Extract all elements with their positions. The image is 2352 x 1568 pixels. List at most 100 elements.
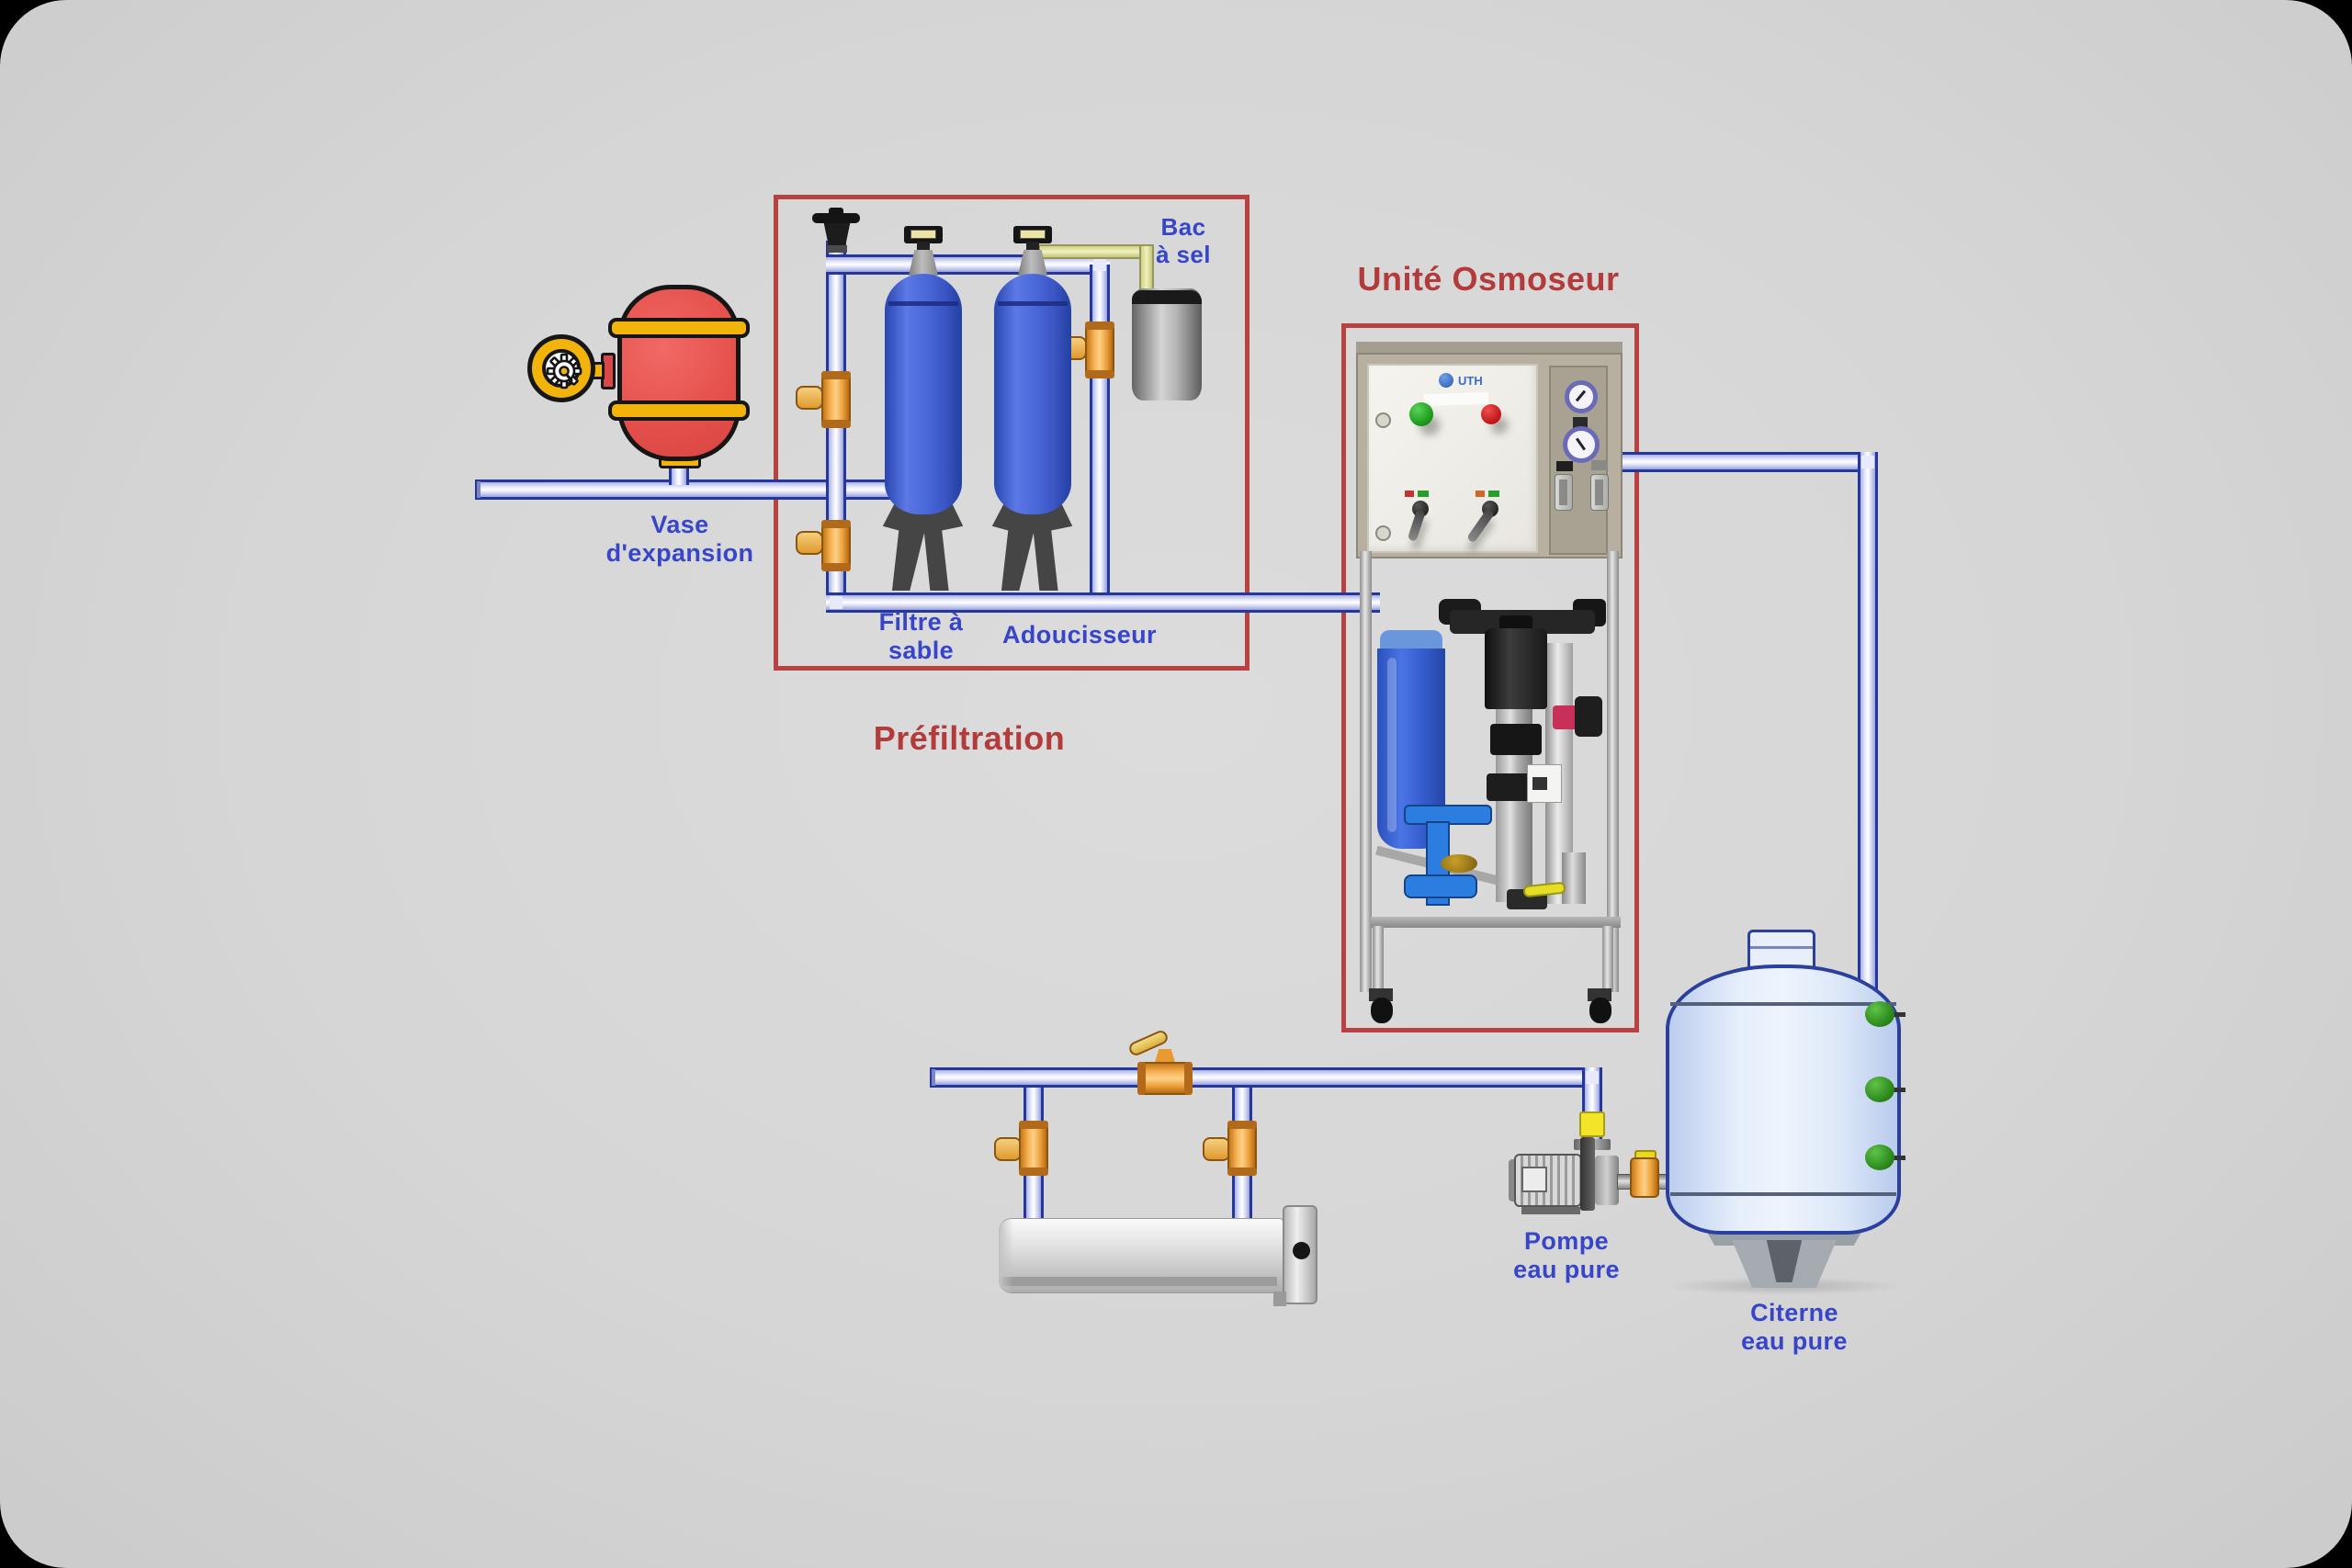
riser-valve1-handle	[796, 386, 823, 410]
ro-caster-right-wheel	[1589, 998, 1611, 1023]
toggle1-green-mark	[1418, 491, 1429, 497]
ro-cabinet-door	[1367, 364, 1538, 553]
pump-front-disc	[1580, 1137, 1595, 1211]
ro-frame-shelf	[1371, 917, 1621, 928]
drop-valve2-handle	[1203, 1137, 1230, 1161]
pump-motor-badge	[1521, 1167, 1547, 1192]
ro-pump-motor-cap	[1499, 615, 1532, 632]
ro-keyhole-top	[1375, 412, 1391, 428]
pipe-joint-patch	[1093, 258, 1106, 271]
drop-valve2-cap	[1227, 1121, 1257, 1129]
citerne-seam-bottom	[1670, 1192, 1896, 1196]
gate-valve-body	[823, 223, 851, 247]
pump-volute	[1595, 1156, 1619, 1205]
pipe-joint-patch	[1861, 456, 1874, 468]
membrane-flange-port	[1293, 1242, 1310, 1259]
permeate-pipe-horizontal	[1610, 452, 1878, 472]
ro-panel-square	[1573, 417, 1588, 429]
ro-label-gray	[1591, 460, 1608, 470]
level-sensor-stem-3	[1889, 1156, 1905, 1160]
gate-valve-handle	[812, 213, 860, 223]
brine-label-line2: à sel	[1156, 241, 1211, 268]
level-sensor-2	[1865, 1077, 1894, 1102]
sand-filter-label-line2: sable	[888, 637, 955, 664]
softener-head	[1018, 250, 1047, 276]
sand-filter-label-line1: Filtre à	[878, 608, 964, 636]
drop-valve1-cap	[1019, 1168, 1048, 1176]
inline-valve-cap	[1184, 1062, 1193, 1095]
level-sensor-1	[1865, 1001, 1894, 1027]
brine-tank	[1132, 288, 1202, 400]
ro-black-fitting	[1575, 696, 1602, 737]
ro-keyhole-bottom	[1375, 525, 1391, 541]
brine-tank-top-band	[1132, 290, 1202, 304]
osmoseur-box	[1341, 323, 1639, 1032]
riser-valve2-cap	[821, 563, 851, 571]
ro-filter-highlight	[1387, 658, 1396, 832]
gauge-cog-icon	[546, 353, 582, 389]
ro-pump-coupling	[1490, 724, 1542, 755]
ro-pump-motor	[1485, 628, 1547, 709]
prefilter-down-pipe	[1090, 265, 1110, 613]
vase-label: Vase d'expansion	[565, 511, 795, 568]
level-sensor-stem-1	[1889, 1012, 1905, 1017]
vessel-band-top	[608, 318, 750, 338]
riser-valve2-body	[821, 520, 851, 571]
ro-label-black	[1556, 461, 1573, 471]
pump-label: Pompe eau pure	[1488, 1227, 1645, 1284]
ro-frame-post-right	[1607, 551, 1619, 992]
ro-green-button	[1409, 402, 1433, 426]
pump-inlet-coupling	[1579, 1111, 1605, 1137]
brine-label-line1: Bac	[1160, 213, 1206, 241]
ro-control-box-window	[1532, 777, 1547, 790]
toggle2-red-mark	[1476, 491, 1485, 497]
ro-flowmeter-1-slot	[1559, 479, 1567, 505]
gate-valve-knob	[829, 208, 843, 216]
sand-filter-display-screen	[910, 230, 936, 239]
prefiltration-box	[774, 195, 1250, 671]
sand-filter-label: Filtre à sable	[850, 608, 992, 665]
permeate-pipe-vertical	[1858, 452, 1878, 996]
drop-valve2-cap	[1227, 1168, 1257, 1176]
membrane-housing-left-cap	[999, 1218, 1013, 1293]
membrane-housing-foot	[1273, 1292, 1286, 1306]
sand-filter-tank	[885, 274, 962, 514]
distribution-pipe	[935, 1067, 1599, 1088]
citerne-label-line1: Citerne	[1750, 1299, 1838, 1326]
toggle2-green-mark	[1488, 491, 1499, 497]
gate-valve-collar	[827, 245, 847, 253]
pipe-joint-patch	[1586, 1071, 1599, 1084]
ro-red-button	[1481, 404, 1501, 424]
pump-discharge-valve	[1630, 1157, 1659, 1198]
ro-flowmeter-2-slot	[1595, 479, 1603, 505]
level-sensor-stem-2	[1889, 1088, 1905, 1092]
riser-valve1-cap	[821, 420, 851, 428]
prefiltration-title: Préfiltration	[873, 719, 1066, 757]
membrane-housing-flange	[1283, 1205, 1317, 1304]
vessel-band-bottom	[608, 400, 750, 421]
ro-pressure-gauge-1	[1565, 380, 1598, 413]
riser-valve2-cap	[821, 520, 851, 528]
osmoseur-title: Unité Osmoseur	[1357, 260, 1620, 298]
vase-label-line1: Vase	[650, 511, 709, 538]
citerne-cap-line	[1750, 946, 1813, 949]
pipe-joint-patch	[830, 596, 842, 609]
ro-blue-elbow	[1404, 874, 1477, 898]
membrane-housing-shade	[1001, 1277, 1277, 1286]
pump-feet	[1521, 1207, 1580, 1214]
sand-filter-head-stem	[917, 242, 930, 252]
citerne-label-line2: eau pure	[1741, 1327, 1848, 1355]
expansion-vessel	[617, 285, 741, 461]
feed-pipe	[481, 479, 905, 500]
softener-head-stem	[1026, 242, 1039, 252]
riser-valve1-cap	[821, 371, 851, 379]
citerne-label: Citerne eau pure	[1700, 1299, 1889, 1356]
brine-pipe-horizontal	[1038, 244, 1147, 259]
downpipe-valve-cap	[1085, 370, 1114, 378]
ro-caster-left-wheel	[1371, 998, 1393, 1023]
citerne-seam-top	[1670, 1002, 1896, 1006]
level-sensor-3	[1865, 1145, 1894, 1170]
softener-label: Adoucisseur	[1002, 621, 1157, 649]
